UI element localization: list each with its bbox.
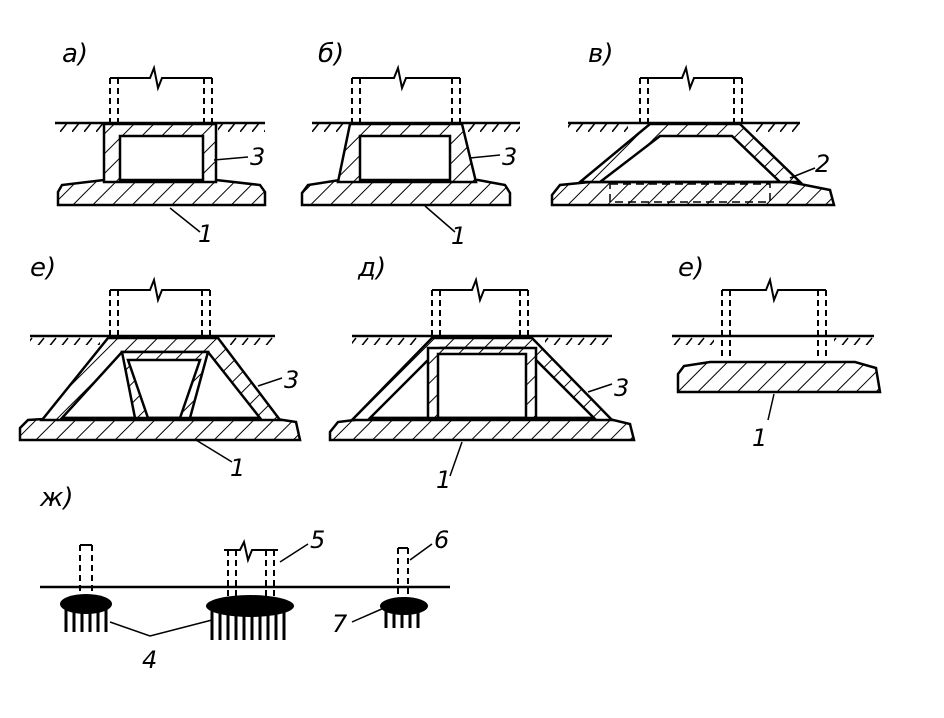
leader-d-3 xyxy=(587,383,613,393)
break-line-zh xyxy=(224,539,278,564)
soil-hatch-e-left xyxy=(672,336,714,345)
panel-a-wall-number: 3 xyxy=(250,143,265,171)
leader-zh-6 xyxy=(409,543,433,561)
leader-a-1 xyxy=(169,207,201,233)
base-slab-b xyxy=(300,178,512,207)
soil-hatch-v-right xyxy=(752,123,800,132)
leader-b-3 xyxy=(469,154,501,159)
soil-hatch-e-right xyxy=(834,336,874,345)
panel-g: е) 3 1 xyxy=(18,253,302,482)
inner-box-d xyxy=(426,346,538,420)
soil-hatch-d-left xyxy=(352,336,422,345)
box-walls-b xyxy=(336,122,478,184)
panel-zh: ж) xyxy=(39,483,450,674)
soil-hatch-a-left xyxy=(55,123,103,132)
column-g xyxy=(109,290,211,335)
break-line-e xyxy=(722,276,826,304)
leader-g-3 xyxy=(257,377,283,387)
panel-d-slab-number: 1 xyxy=(436,466,451,494)
outer-sloped-walls-g xyxy=(39,336,283,422)
panel-e: е) 1 xyxy=(672,253,882,452)
panel-d: д) 3 1 xyxy=(328,253,636,494)
leader-d-1 xyxy=(449,441,463,477)
base-slab-a xyxy=(56,178,267,207)
piles-left xyxy=(64,606,108,632)
panel-e-slab-number: 1 xyxy=(752,424,767,452)
leader-zh-4-left xyxy=(109,621,151,637)
panel-b-label: б) xyxy=(318,39,344,69)
panel-zh-label: ж) xyxy=(39,483,74,513)
column-zh-right xyxy=(397,548,409,600)
soil-hatch-d-right xyxy=(545,336,612,345)
panel-zh-column-right-number: 6 xyxy=(434,526,449,554)
column-v xyxy=(639,78,743,122)
panel-a: а) 3 1 xyxy=(55,39,267,248)
soil-hatch-v-left xyxy=(568,123,628,132)
panel-zh-column-left-number: 5 xyxy=(310,526,325,554)
pile-cap-right xyxy=(380,597,428,615)
column-e xyxy=(721,290,827,360)
sloped-walls-v xyxy=(576,122,804,184)
soil-hatch-b-right xyxy=(468,123,520,132)
column-a xyxy=(109,78,213,122)
base-slab-g xyxy=(18,416,302,442)
panel-a-label: а) xyxy=(62,39,88,69)
leader-e-1 xyxy=(767,393,775,421)
break-line-v xyxy=(640,64,742,92)
break-line-a xyxy=(110,64,212,92)
inner-walls-g xyxy=(120,350,210,420)
hollow-v xyxy=(609,183,771,203)
column-b xyxy=(351,78,461,122)
panel-v-label: в) xyxy=(588,39,613,69)
panel-a-slab-number: 1 xyxy=(198,220,213,248)
panel-v: в) 2 xyxy=(550,39,836,207)
break-line-d xyxy=(432,276,528,304)
panel-b: б) 3 1 xyxy=(300,39,520,250)
base-slab-d xyxy=(328,416,636,442)
break-line-g xyxy=(110,276,210,304)
panel-zh-piles-number: 4 xyxy=(142,646,157,674)
leader-a-3 xyxy=(213,156,249,161)
panel-d-label: д) xyxy=(357,253,386,283)
leader-g-1 xyxy=(195,439,233,463)
base-slab-e xyxy=(676,360,882,394)
base-slab-v xyxy=(550,180,836,207)
soil-hatch-g-left xyxy=(30,336,100,345)
column-zh-mid xyxy=(227,550,275,600)
leader-v-2 xyxy=(789,167,816,179)
leader-zh-7 xyxy=(351,607,385,623)
piles-right xyxy=(384,608,420,628)
leader-zh-4-right xyxy=(149,619,213,637)
break-line-b xyxy=(352,64,460,92)
panel-b-wall-number: 3 xyxy=(502,143,517,171)
column-zh-left xyxy=(79,545,93,600)
piles-mid xyxy=(210,608,286,640)
panel-e-label: е) xyxy=(678,253,704,283)
leader-b-1 xyxy=(424,205,456,233)
panel-g-slab-number: 1 xyxy=(230,454,245,482)
panel-d-wall-number: 3 xyxy=(614,374,629,402)
panel-g-wall-number: 3 xyxy=(284,366,299,394)
panel-v-wall-number: 2 xyxy=(815,150,830,178)
panel-b-slab-number: 1 xyxy=(451,222,466,250)
soil-hatch-a-right xyxy=(218,123,265,132)
soil-hatch-b-left xyxy=(312,123,350,132)
panel-zh-cap-number: 7 xyxy=(332,610,348,638)
leader-zh-5 xyxy=(279,543,309,563)
pile-cap-left xyxy=(60,594,112,614)
panel-g-label: е) xyxy=(30,253,56,283)
soil-hatch-g-right xyxy=(230,336,275,345)
column-d xyxy=(431,290,529,335)
box-walls-a xyxy=(102,122,218,184)
